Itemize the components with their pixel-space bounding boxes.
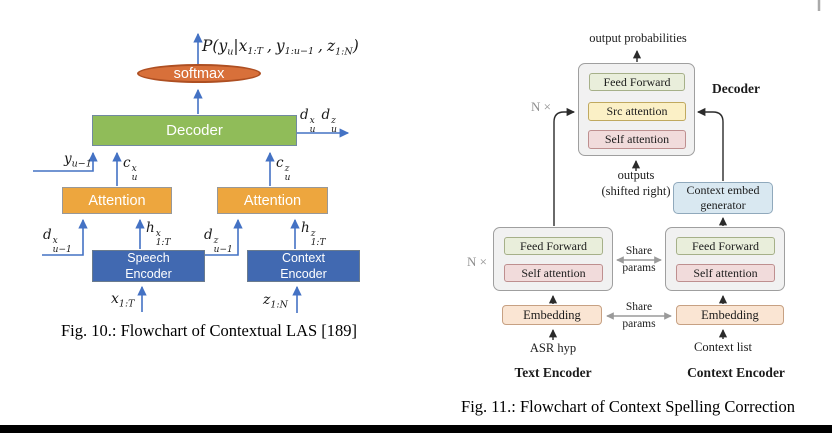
outputs-label: outputs xyxy=(617,168,655,182)
decoder-src-attention-box: Src attention xyxy=(588,102,686,121)
embedding-left-label: Embedding xyxy=(523,307,581,322)
share-params-bottom-line1: Share xyxy=(625,301,653,313)
text-encoder-title: Text Encoder xyxy=(514,365,592,380)
embedding-right-label: Embedding xyxy=(701,307,759,322)
decoder-self-attention-label: Self attention xyxy=(604,132,670,146)
label-x-input: x1:T xyxy=(111,291,135,310)
text-encoder-self-attention-label: Self attention xyxy=(521,265,586,280)
fig10-arrows xyxy=(33,32,350,313)
context-encoder-line2: Encoder xyxy=(280,267,327,281)
decoder-feed-forward-label: Feed Forward xyxy=(603,74,671,89)
attention-right-node: Attention xyxy=(217,187,328,214)
context-encoder-self-attention-box: Self attention xyxy=(676,264,775,282)
context-encoder-block: Feed Forward Self attention xyxy=(665,227,785,291)
share-params-top-line2: params xyxy=(622,262,656,274)
text-encoder-block: Feed Forward Self attention xyxy=(493,227,613,291)
speech-encoder-node: Speech Encoder xyxy=(92,250,205,282)
text-encoder-feed-forward-label: Feed Forward xyxy=(520,238,587,253)
share-params-top-line1: Share xyxy=(625,245,653,257)
n-times-top-label: N × xyxy=(531,99,551,114)
attention-right-label: Attention xyxy=(243,192,302,209)
context-list-label: Context list xyxy=(694,340,752,354)
context-encoder-title: Context Encoder xyxy=(687,365,785,380)
decoder-node: Decoder xyxy=(92,115,297,146)
context-embed-generator-box: Context embed generator xyxy=(673,182,773,214)
decoder-title: Decoder xyxy=(712,81,760,96)
decoder-src-attention-label: Src attention xyxy=(606,104,668,118)
share-params-bottom-line2: params xyxy=(622,318,656,330)
outputs-shifted-right-label: (shifted right) xyxy=(601,184,671,198)
label-z-input: z1:N xyxy=(263,292,288,311)
fig11-arrows xyxy=(548,49,728,340)
context-encoder-line1: Context xyxy=(281,250,326,265)
decoder-label: Decoder xyxy=(166,122,223,139)
embedding-left-box: Embedding xyxy=(502,305,602,325)
formula-output-probability: P(yu|x1:T,y1:u−1,z1:N) xyxy=(202,37,359,58)
fig11-caption: Fig. 11.: Flowchart of Context Spelling … xyxy=(461,397,795,416)
fig10-caption: Fig. 10.: Flowchart of Contextual LAS [1… xyxy=(60,321,358,340)
context-encoder-node: Context Encoder xyxy=(247,250,360,282)
softmax-label: softmax xyxy=(173,65,225,82)
n-times-bottom-label: N × xyxy=(467,254,487,269)
decoder-self-attention-box: Self attention xyxy=(588,130,686,149)
context-embed-generator-line2: generator xyxy=(700,198,746,212)
asr-hyp-label: ASR hyp xyxy=(529,341,577,355)
output-probabilities-label: output probabilities xyxy=(589,31,687,45)
context-encoder-self-attention-label: Self attention xyxy=(693,265,758,280)
text-encoder-feed-forward-box: Feed Forward xyxy=(504,237,603,255)
label-y-prev: yu−1 xyxy=(64,151,92,170)
text-encoder-self-attention-box: Self attention xyxy=(504,264,603,282)
context-encoder-feed-forward-label: Feed Forward xyxy=(692,238,759,253)
speech-encoder-line2: Encoder xyxy=(125,267,172,281)
speech-encoder-line1: Speech xyxy=(127,250,170,265)
context-embed-generator-line1: Context embed xyxy=(686,183,760,197)
decoder-block: Feed Forward Src attention Self attentio… xyxy=(578,63,695,156)
context-encoder-feed-forward-box: Feed Forward xyxy=(676,237,775,255)
bottom-border xyxy=(0,425,832,433)
embedding-right-box: Embedding xyxy=(676,305,784,325)
share-params-arrows xyxy=(606,256,672,320)
attention-left-node: Attention xyxy=(62,187,172,214)
softmax-node: softmax xyxy=(137,64,261,83)
attention-left-label: Attention xyxy=(88,192,146,209)
decoder-feed-forward-box: Feed Forward xyxy=(589,73,685,91)
